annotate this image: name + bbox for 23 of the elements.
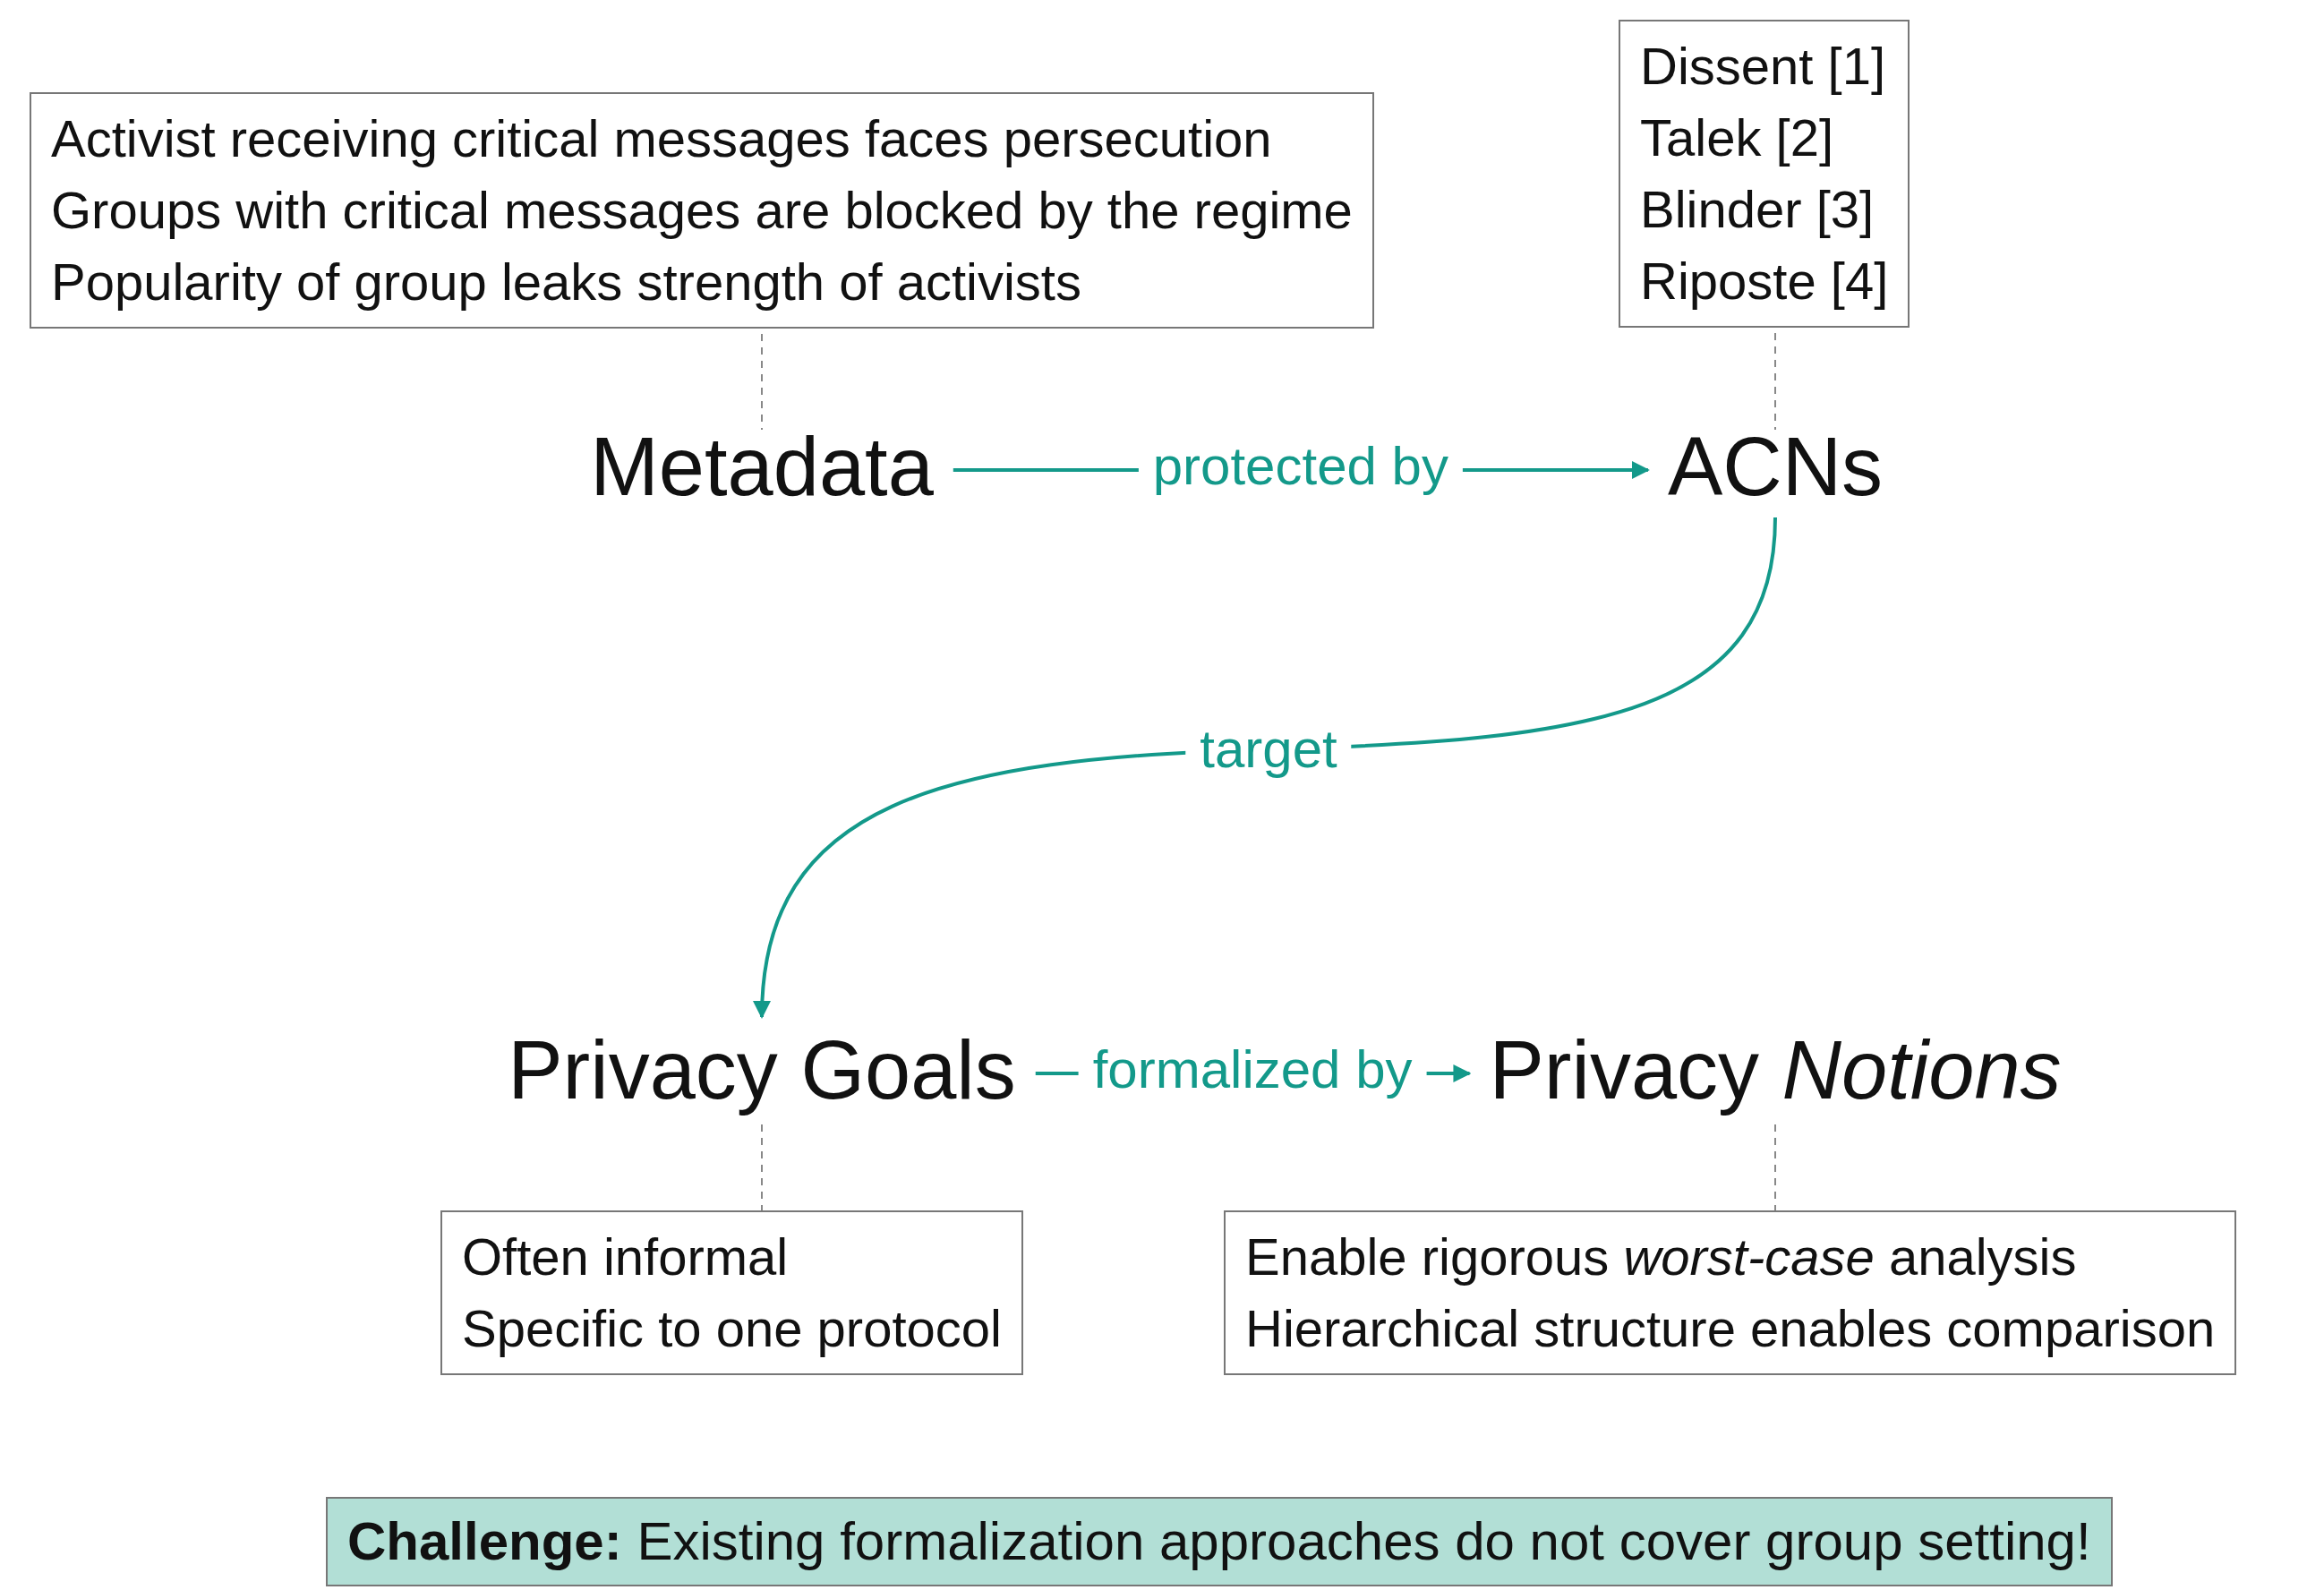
- note-box: [30, 92, 1374, 329]
- concept-label: Privacy Notions: [1489, 1021, 2062, 1119]
- note-text: Riposte [4]: [1640, 251, 1889, 312]
- note-text: Enable rigorous worst-case analysis: [1245, 1227, 2078, 1287]
- note-text: Hierarchical structure enables comparison: [1245, 1298, 2216, 1359]
- challenge-banner: [326, 1497, 2113, 1586]
- dashed-connector: [1774, 332, 1776, 431]
- concept-label: Privacy Goals: [508, 1021, 1016, 1119]
- dashed-connector: [761, 333, 763, 431]
- note-text: Dissent [1]: [1640, 36, 1886, 97]
- note-text: Talek [2]: [1640, 107, 1834, 168]
- note-text: Groups with critical messages are blocked by the regime: [51, 180, 1353, 241]
- note-text: Specific to one protocol: [462, 1298, 1002, 1359]
- note-box: [1619, 20, 1910, 328]
- challenge-text: Challenge: Existing formalization approaches do not cover group setting!: [347, 1510, 2091, 1573]
- note-text: Popularity of group leaks strength of activists: [51, 252, 1082, 312]
- note-text: Activist receiving critical messages faces persecution: [51, 108, 1273, 169]
- note-text: Often informal: [462, 1227, 790, 1287]
- note-box: [440, 1210, 1023, 1375]
- concept-label: ACNs: [1667, 417, 1884, 516]
- note-box: [1224, 1210, 2237, 1375]
- note-text: Blinder [3]: [1640, 179, 1875, 240]
- concept-label: Metadata: [590, 417, 934, 516]
